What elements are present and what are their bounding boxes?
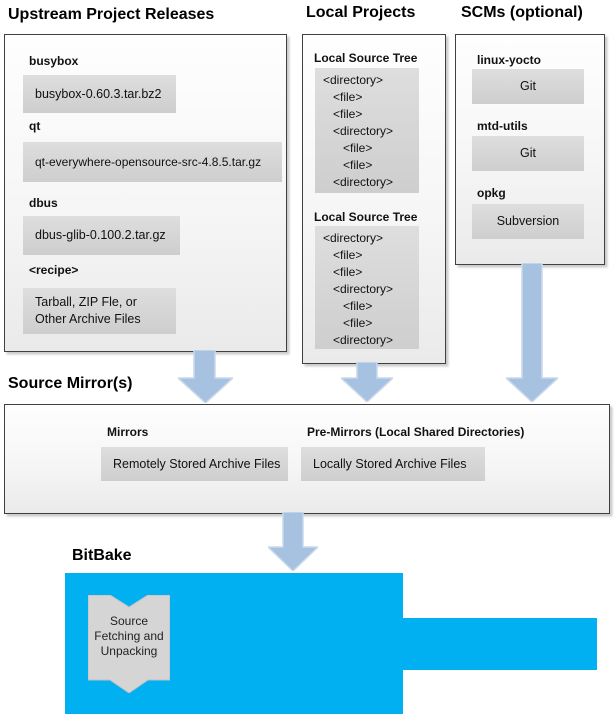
scms-panel: linux-yocto Git mtd-utils Git opkg Subve…	[455, 34, 605, 265]
scm-item-value: Git	[472, 136, 584, 171]
upstream-item-label: <recipe>	[29, 263, 79, 277]
upstream-item-label: qt	[29, 119, 41, 133]
source-mirrors-panel: Mirrors Remotely Stored Archive Files Pr…	[4, 404, 610, 514]
down-arrow-icon	[504, 262, 560, 404]
bitbake-heading: BitBake	[72, 547, 132, 564]
pre-mirrors-value: Locally Stored Archive Files	[301, 447, 485, 481]
upstream-item-value: dbus-glib-0.100.2.tar.gz	[23, 216, 180, 255]
down-arrow-icon	[339, 361, 395, 404]
local-source-tree-listing: <directory> <file> <file> <directory> <f…	[315, 226, 419, 349]
upstream-releases-panel: busybox busybox-0.60.3.tar.bz2 qt qt-eve…	[4, 34, 287, 352]
local-source-tree-listing: <directory> <file> <file> <directory> <f…	[315, 68, 419, 193]
scm-item-value: Subversion	[472, 204, 584, 239]
source-mirrors-heading: Source Mirror(s)	[8, 375, 133, 392]
upstream-item-value: qt-everywhere-opensource-src-4.8.5.tar.g…	[23, 142, 282, 182]
local-source-tree-label: Local Source Tree	[314, 210, 418, 224]
scm-item-value: Git	[472, 69, 584, 104]
upstream-item-value: busybox-0.60.3.tar.bz2	[23, 75, 176, 113]
source-fetching-ribbon-text: Source Fetching and Unpacking	[94, 614, 164, 658]
scm-item-label: linux-yocto	[477, 53, 542, 67]
scms-heading: SCMs (optional)	[461, 4, 583, 21]
bitbake-output-arm	[400, 618, 597, 670]
upstream-item-value: Tarball, ZIP Fle, or Other Archive Files	[23, 288, 176, 334]
upstream-releases-heading: Upstream Project Releases	[8, 6, 215, 23]
scm-item-label: opkg	[477, 186, 506, 200]
upstream-item-label: dbus	[29, 196, 58, 210]
pre-mirrors-label: Pre-Mirrors (Local Shared Directories)	[307, 425, 525, 439]
local-source-tree-label: Local Source Tree	[314, 51, 418, 65]
down-arrow-icon	[266, 511, 320, 573]
scm-item-label: mtd-utils	[477, 119, 528, 133]
upstream-item-label: busybox	[29, 54, 79, 68]
local-projects-heading: Local Projects	[306, 4, 416, 21]
local-projects-panel: Local Source Tree <directory> <file> <fi…	[302, 34, 446, 364]
mirrors-label: Mirrors	[107, 425, 149, 439]
down-arrow-icon	[176, 349, 235, 405]
mirrors-value: Remotely Stored Archive Files	[101, 447, 288, 481]
